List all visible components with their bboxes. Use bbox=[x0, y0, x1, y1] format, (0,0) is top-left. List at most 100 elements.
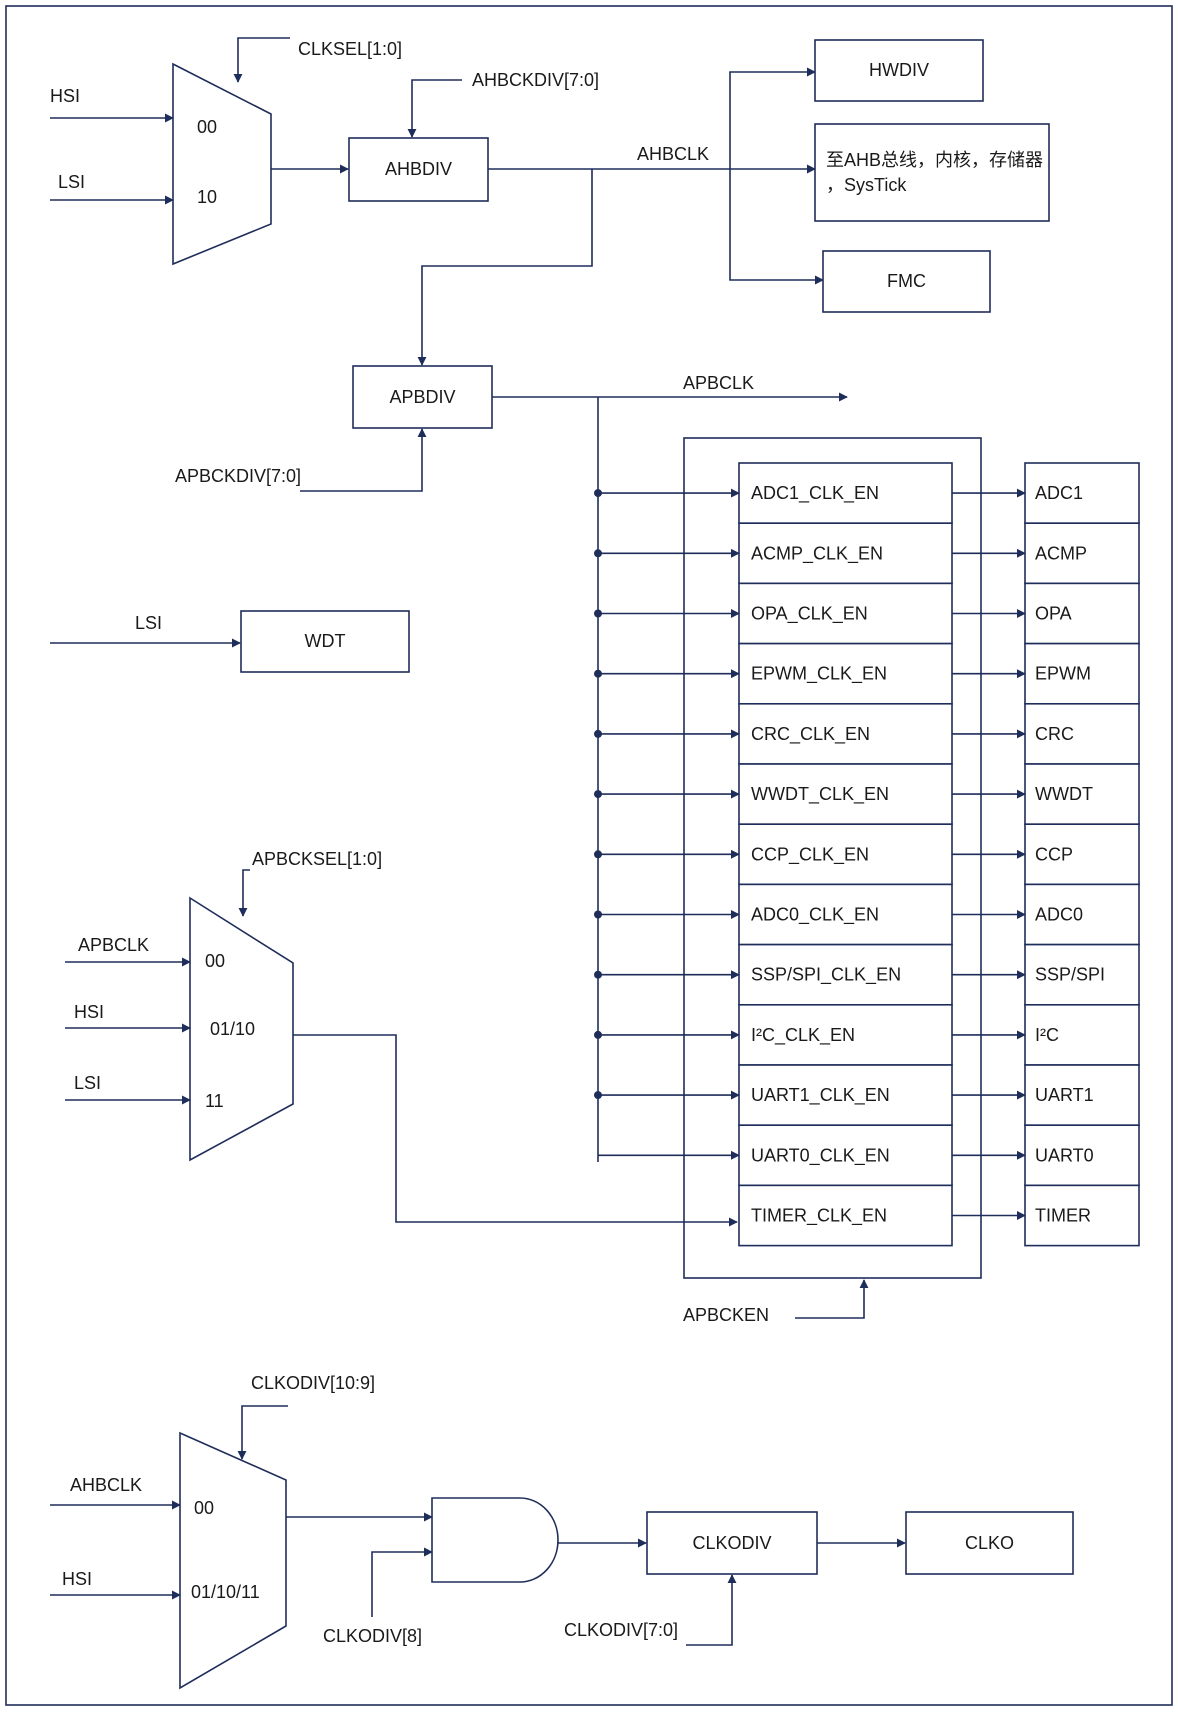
periph-box-i-c bbox=[1024, 1003, 1140, 1066]
hwdiv-label: HWDIV bbox=[869, 60, 929, 80]
clksel-code-10: 10 bbox=[197, 187, 217, 207]
ahbckdiv-arrow bbox=[407, 79, 462, 138]
apbcken-arrow bbox=[795, 1279, 869, 1319]
gate-label-adc0: ADC0_CLK_EN bbox=[751, 905, 879, 926]
bus-junction-dot bbox=[594, 790, 602, 799]
apbclk-label: APBCLK bbox=[683, 373, 754, 393]
periph-box-acmp bbox=[1024, 522, 1140, 585]
clkodiv70-label: CLKODIV[7:0] bbox=[564, 1620, 678, 1640]
gate-box-ssp-spi bbox=[738, 943, 953, 1006]
gate-label-wwdt: WWDT_CLK_EN bbox=[751, 784, 889, 805]
gate-label-uart1: UART1_CLK_EN bbox=[751, 1085, 890, 1106]
gate-box-crc bbox=[738, 702, 953, 765]
gate-box-uart0 bbox=[738, 1124, 953, 1187]
periph-label-uart0: UART0 bbox=[1035, 1145, 1094, 1165]
bus-junction-dot bbox=[594, 970, 602, 979]
bus-junction-dot bbox=[594, 549, 602, 558]
clkodiv-sel-label: CLKODIV[10:9] bbox=[251, 1373, 375, 1393]
gate-label-epwm: EPWM_CLK_EN bbox=[751, 664, 887, 685]
bus-junction-dot bbox=[594, 1030, 602, 1039]
clkodiv8-label: CLKODIV[8] bbox=[323, 1626, 422, 1646]
fmc-wire bbox=[729, 169, 824, 285]
wdt-in-label: LSI bbox=[135, 613, 162, 633]
ahbdiv-label: AHBDIV bbox=[385, 159, 452, 179]
clkodiv70-arrow bbox=[686, 1574, 737, 1646]
clksel-mux: 00 10 bbox=[172, 62, 272, 266]
apbcksel-mux: 00 01/10 11 bbox=[189, 896, 294, 1162]
gate-label-i-c: I²C_CLK_EN bbox=[751, 1025, 855, 1046]
clko-box bbox=[905, 1511, 1074, 1575]
ahbdiv-box bbox=[348, 137, 489, 202]
apbcksel-arrow bbox=[238, 869, 250, 917]
periph-box-adc0 bbox=[1024, 883, 1140, 946]
bus-junction-dot bbox=[594, 609, 602, 618]
gate-label-ccp: CCP_CLK_EN bbox=[751, 844, 869, 865]
apbckdiv-arrow bbox=[300, 428, 427, 492]
periph-label-uart1: UART1 bbox=[1035, 1085, 1094, 1105]
periph-label-adc0: ADC0 bbox=[1035, 905, 1083, 925]
bus-junction-dot bbox=[594, 669, 602, 678]
clkodiv-box bbox=[646, 1511, 818, 1575]
periph-label-crc: CRC bbox=[1035, 724, 1074, 744]
clko-in-ahbclk-label: AHBCLK bbox=[70, 1475, 142, 1495]
ahbckdiv-label: AHBCKDIV[7:0] bbox=[472, 70, 599, 90]
clko-and-gate bbox=[431, 1497, 559, 1583]
clko-code-011011: 01/10/11 bbox=[191, 1582, 260, 1602]
periph-label-timer: TIMER bbox=[1035, 1206, 1091, 1226]
apbcksel-in-lsi-label: LSI bbox=[74, 1073, 101, 1093]
apbcksel-code-0110: 01/10 bbox=[210, 1019, 255, 1039]
gate-box-i-c bbox=[738, 1003, 953, 1066]
bus-junction-dot bbox=[594, 729, 602, 738]
hwdiv-box bbox=[814, 39, 984, 102]
fmc-box bbox=[822, 250, 991, 313]
gate-label-acmp: ACMP_CLK_EN bbox=[751, 543, 883, 564]
periph-box-uart0 bbox=[1024, 1124, 1140, 1187]
apbcken-label: APBCKEN bbox=[683, 1305, 769, 1325]
bus-junction-dot bbox=[594, 850, 602, 859]
clksel-in-lsi-label: LSI bbox=[58, 172, 85, 192]
wdt-box bbox=[240, 610, 410, 673]
gate-box-epwm bbox=[738, 642, 953, 705]
fmc-label: FMC bbox=[887, 271, 926, 291]
periph-box-epwm bbox=[1024, 642, 1140, 705]
diagram-frame bbox=[5, 5, 1173, 1706]
apbcksel-code-00: 00 bbox=[205, 951, 225, 971]
gate-label-crc: CRC_CLK_EN bbox=[751, 724, 870, 745]
bus-junction-dot bbox=[594, 910, 602, 919]
gate-label-adc1: ADC1_CLK_EN bbox=[751, 483, 879, 504]
gate-box-timer bbox=[738, 1184, 953, 1247]
periph-box-wwdt bbox=[1024, 763, 1140, 826]
clkodiv-sel-arrow bbox=[237, 1405, 288, 1460]
ahb-bus-box bbox=[814, 123, 1050, 222]
ahb-to-apbdiv-wire bbox=[417, 169, 593, 366]
periph-box-adc1 bbox=[1024, 462, 1140, 525]
clkodiv-label: CLKODIV bbox=[692, 1533, 771, 1553]
apbckdiv-label: APBCKDIV[7:0] bbox=[175, 466, 301, 486]
gate-label-opa: OPA_CLK_EN bbox=[751, 604, 868, 625]
wdt-label: WDT bbox=[305, 631, 346, 651]
ahb-bus-line2: ，SysTick bbox=[826, 175, 907, 195]
periph-box-ccp bbox=[1024, 823, 1140, 886]
periph-label-ssp-spi: SSP/SPI bbox=[1035, 965, 1105, 985]
periph-label-epwm: EPWM bbox=[1035, 664, 1091, 684]
apbcksel-code-11: 11 bbox=[205, 1091, 224, 1111]
ahb-bus-line1: 至AHB总线，内核，存储器 bbox=[826, 150, 1043, 170]
clksel-arrow bbox=[233, 37, 290, 83]
bus-junction-dot bbox=[594, 489, 602, 498]
apbcksel-in-apbclk-label: APBCLK bbox=[78, 935, 149, 955]
apbdiv-label: APBDIV bbox=[389, 387, 455, 407]
periph-label-wwdt: WWDT bbox=[1035, 784, 1093, 804]
gate-label-ssp-spi: SSP/SPI_CLK_EN bbox=[751, 965, 901, 986]
periph-label-ccp: CCP bbox=[1035, 844, 1073, 864]
clko-code-00: 00 bbox=[194, 1498, 214, 1518]
bus-junction-dot bbox=[594, 1091, 602, 1100]
clko-in-hsi-label: HSI bbox=[62, 1569, 92, 1589]
periph-label-adc1: ADC1 bbox=[1035, 483, 1083, 503]
clkodiv8-wire bbox=[371, 1547, 433, 1617]
gate-label-uart0: UART0_CLK_EN bbox=[751, 1145, 890, 1166]
clko-mux: 00 01/10/11 bbox=[179, 1431, 287, 1690]
periph-label-i-c: I²C bbox=[1035, 1025, 1059, 1045]
